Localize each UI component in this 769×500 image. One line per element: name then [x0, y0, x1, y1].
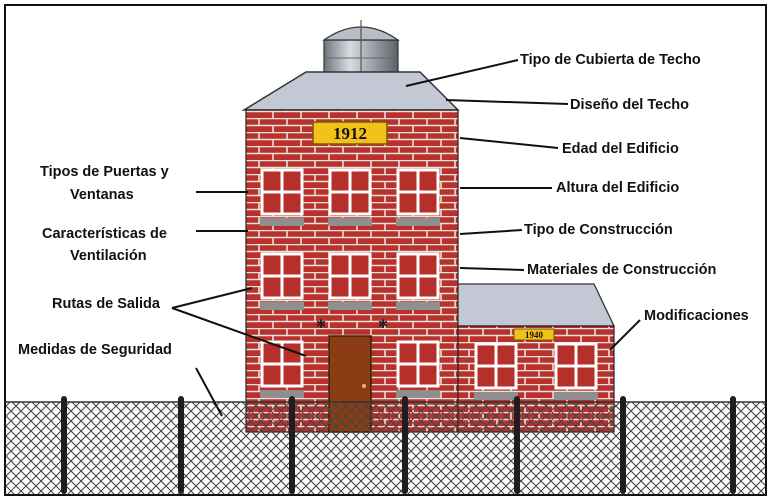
diagram-labels: Tipo de Cubierta de Techo Diseño del Tec…: [18, 52, 749, 358]
label-doors-windows-line2: Ventanas: [70, 187, 134, 203]
window: [474, 342, 518, 400]
diagram-frame: 1912 1940: [4, 4, 767, 496]
label-doors-windows-line1: Tipos de Puertas y: [40, 164, 169, 180]
main-windows: [260, 168, 440, 398]
window: [396, 340, 440, 398]
label-ventilation-line1: Características de: [42, 226, 167, 242]
building-diagram: 1912 1940: [6, 20, 765, 494]
year-text-main: 1912: [333, 124, 367, 143]
label-building-height: Altura del Edificio: [556, 180, 679, 196]
window: [260, 340, 304, 398]
label-modifications: Modificaciones: [644, 308, 749, 324]
fence: [6, 396, 765, 494]
year-plaque-annex: 1940: [513, 328, 555, 341]
exit-light-icon: ✱: [316, 317, 326, 331]
window: [328, 252, 372, 310]
label-exit-routes: Rutas de Salida: [52, 296, 161, 312]
main-roof: [241, 71, 460, 111]
exit-light-icon: ✱: [378, 317, 388, 331]
label-building-age: Edad del Edificio: [562, 141, 679, 157]
window: [396, 168, 440, 226]
label-construction-type: Tipo de Construcción: [524, 222, 673, 238]
window: [260, 168, 304, 226]
year-plaque-main: 1912: [312, 121, 388, 145]
window: [554, 342, 598, 400]
window: [260, 252, 304, 310]
label-roof-design: Diseño del Techo: [570, 97, 689, 113]
window: [328, 168, 372, 226]
label-ventilation-line2: Ventilación: [70, 248, 147, 264]
label-safety-measures: Medidas de Seguridad: [18, 342, 172, 358]
year-text-annex: 1940: [525, 330, 544, 340]
label-roof-covering-type: Tipo de Cubierta de Techo: [520, 52, 701, 68]
leader-lines: [171, 59, 641, 417]
label-construction-materials: Materiales de Construcción: [527, 262, 716, 278]
annex-roof: [457, 283, 616, 327]
window: [396, 252, 440, 310]
annex-windows: [474, 342, 598, 400]
